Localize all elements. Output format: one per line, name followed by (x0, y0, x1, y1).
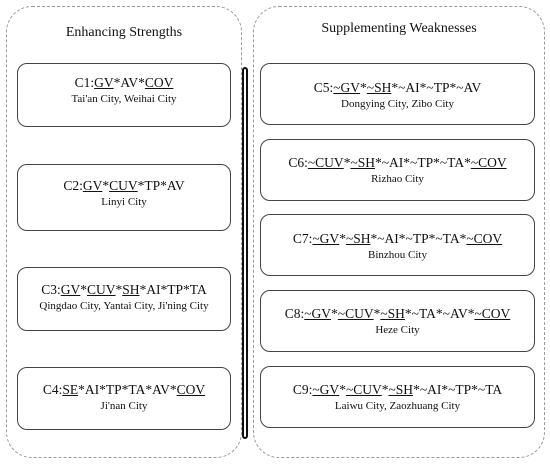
config-cities-c3: Qingdao City, Yantai City, Ji'ning City (39, 300, 209, 312)
formula-condition: GV (60, 282, 81, 297)
formula-text: * (343, 155, 351, 170)
formula-condition: SH (122, 282, 140, 297)
formula-condition: COV (176, 382, 206, 397)
formula-condition: ~CUV (337, 306, 374, 321)
config-card-c8: C8:~GV*~CUV*~SH*~TA*~AV*~COV Heze City (260, 290, 535, 352)
formula-text: * (339, 231, 346, 246)
formula-text: *AI*TP*TA*AV* (78, 382, 177, 397)
formula-text: * (115, 282, 123, 297)
formula-text: C5: (313, 80, 334, 95)
formula-condition: CUV (109, 178, 138, 193)
formula-condition: GV (82, 178, 103, 193)
formula-condition: ~GV (333, 80, 361, 95)
config-formula-c9: C9:~GV*~CUV*~SH*~AI*~TP*~TA (261, 382, 534, 398)
config-cities-c5: Dongying City, Zibo City (341, 98, 454, 110)
formula-condition: ~SH (380, 306, 405, 321)
formula-text: C4: (42, 382, 63, 397)
formula-condition: ~COV (470, 155, 507, 170)
supplementing-weaknesses-panel: Supplementing Weaknesses (253, 6, 545, 458)
config-card-c7: C7:~GV*~SH*~AI*~TP*~TA*~COV Binzhou City (260, 214, 535, 276)
formula-text: * (373, 306, 381, 321)
config-formula-c5: C5:~GV*~SH*~AI*~TP*~AV (261, 80, 534, 96)
config-cities-c1: Tai'an City, Weihai City (71, 93, 177, 105)
formula-text: * (339, 382, 346, 397)
formula-condition: ~SH (345, 231, 371, 246)
config-formula-c1: C1:GV*AV*COV (18, 75, 230, 91)
formula-condition: COV (144, 75, 174, 90)
formula-text: *~AI*~TP*~TA* (370, 231, 467, 246)
formula-condition: ~SH (388, 382, 414, 397)
formula-text: *AI*TP*TA (139, 282, 207, 297)
config-card-c5: C5:~GV*~SH*~AI*~TP*~AV Dongying City, Zi… (260, 63, 535, 125)
config-cities-c7: Binzhou City (368, 249, 427, 261)
config-cities-c6: Rizhao City (371, 173, 424, 185)
config-card-c9: C9:~GV*~CUV*~SH*~AI*~TP*~TA Laiwu City, … (260, 366, 535, 428)
formula-text: C9: (292, 382, 313, 397)
formula-condition: ~COV (474, 306, 511, 321)
config-card-c4: C4:SE*AI*TP*TA*AV*COV Ji'nan City (17, 367, 231, 430)
config-formula-c6: C6:~CUV*~SH*~AI*~TP*~TA*~COV (261, 155, 534, 171)
formula-text: C8: (284, 306, 305, 321)
config-formula-c7: C7:~GV*~SH*~AI*~TP*~TA*~COV (261, 231, 534, 247)
formula-condition: ~COV (466, 231, 503, 246)
formula-text: C1: (74, 75, 95, 90)
panel-divider (242, 67, 248, 439)
formula-text: *~TA*~AV* (404, 306, 475, 321)
formula-text: C7: (292, 231, 313, 246)
config-cities-c8: Heze City (375, 324, 420, 336)
formula-condition: ~GV (304, 306, 332, 321)
config-cities-c9: Laiwu City, Zaozhuang City (334, 400, 461, 412)
formula-condition: CUV (87, 282, 116, 297)
formula-condition: SE (62, 382, 79, 397)
enhancing-strengths-panel: Enhancing Strengths (6, 6, 242, 458)
config-card-c2: C2:GV*CUV*TP*AV Linyi City (17, 164, 231, 231)
config-formula-c8: C8:~GV*~CUV*~SH*~TA*~AV*~COV (261, 306, 534, 322)
formula-condition: ~CUV (307, 155, 344, 170)
formula-text: * (360, 80, 367, 95)
formula-text: C3: (41, 282, 61, 297)
formula-text: *~AI*~TP*~TA (413, 382, 503, 397)
config-formula-c3: C3:GV*CUV*SH*AI*TP*TA (18, 282, 230, 298)
config-card-c6: C6:~CUV*~SH*~AI*~TP*~TA*~COV Rizhao City (260, 139, 535, 201)
panel-title-supplementing: Supplementing Weaknesses (321, 21, 477, 36)
formula-text: * (331, 306, 338, 321)
config-cities-c4: Ji'nan City (100, 400, 148, 412)
config-card-c1: C1:GV*AV*COV Tai'an City, Weihai City (17, 63, 231, 127)
formula-text: *AV* (113, 75, 145, 90)
formula-condition: ~CUV (345, 382, 382, 397)
panel-title-enhancing: Enhancing Strengths (65, 25, 183, 40)
formula-condition: ~GV (312, 382, 340, 397)
formula-text: *TP*AV (137, 178, 185, 193)
config-formula-c2: C2:GV*CUV*TP*AV (18, 178, 230, 194)
formula-text: * (102, 178, 110, 193)
formula-text: * (381, 382, 389, 397)
config-card-c3: C3:GV*CUV*SH*AI*TP*TA Qingdao City, Yant… (17, 267, 231, 331)
formula-text: C6: (288, 155, 308, 170)
config-formula-c4: C4:SE*AI*TP*TA*AV*COV (18, 382, 230, 398)
formula-text: *~AI*~TP*~TA* (375, 155, 471, 170)
formula-condition: ~GV (312, 231, 340, 246)
formula-condition: ~SH (350, 155, 375, 170)
formula-condition: ~SH (366, 80, 392, 95)
formula-text: C2: (63, 178, 83, 193)
formula-condition: GV (94, 75, 114, 90)
formula-text: * (80, 282, 88, 297)
formula-text: *~AI*~TP*~AV (391, 80, 482, 95)
config-cities-c2: Linyi City (101, 196, 147, 208)
